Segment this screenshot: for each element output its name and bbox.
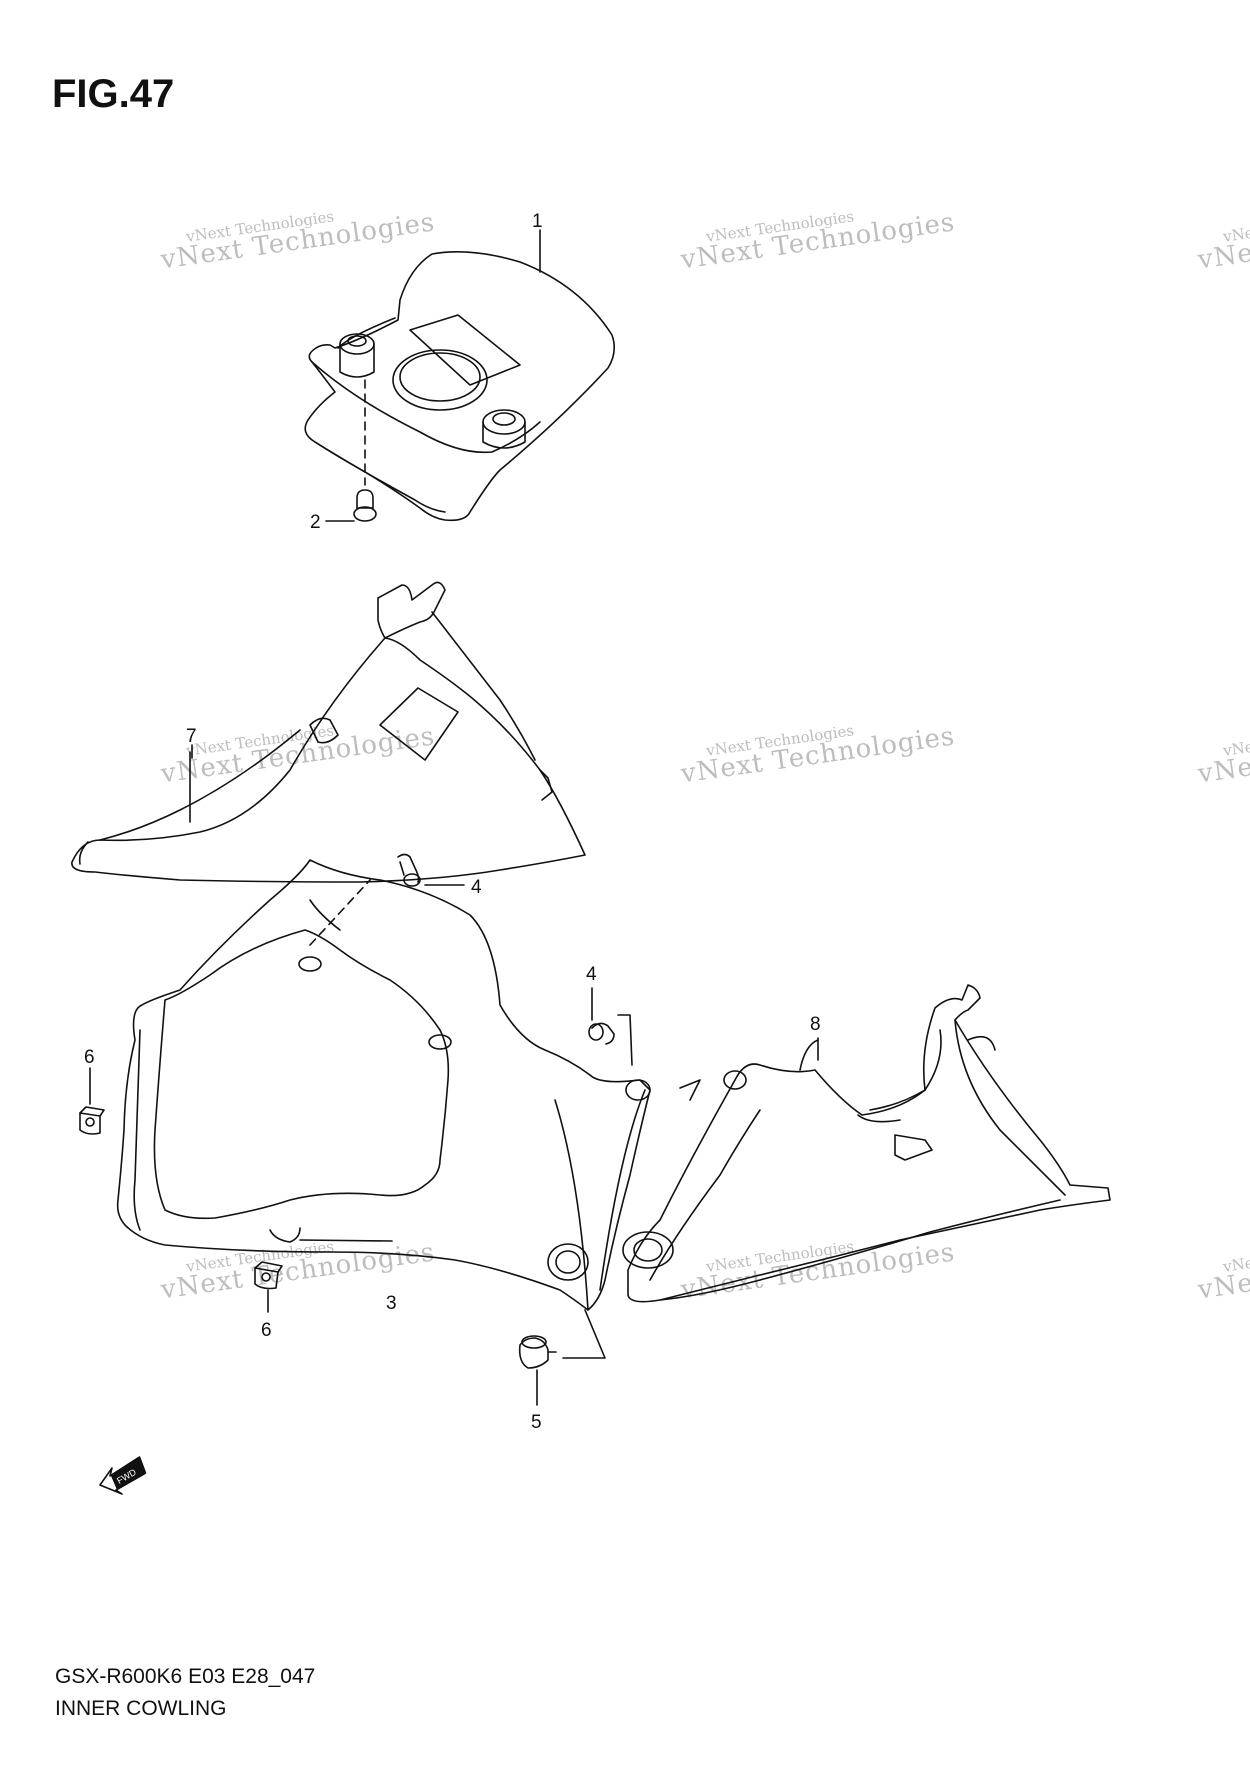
figure-code: GSX-R600K6 E03 E28_047 bbox=[55, 1665, 316, 1688]
callout-4-upper: 4 bbox=[471, 877, 482, 898]
callout-8: 8 bbox=[810, 1014, 821, 1035]
part-4-rivet-middle bbox=[588, 987, 633, 1066]
forward-arrow-icon: FWD bbox=[99, 1456, 147, 1495]
callout-4-middle: 4 bbox=[586, 964, 597, 985]
part-8-inner-cowling-right bbox=[622, 984, 1111, 1303]
callout-leaders bbox=[191, 229, 819, 1242]
figure-title: FIG.47 bbox=[52, 72, 175, 116]
part-1-inner-cover bbox=[304, 250, 616, 522]
part-4-rivet-upper bbox=[309, 853, 465, 946]
callout-6-left: 6 bbox=[84, 1047, 95, 1068]
callout-5: 5 bbox=[531, 1412, 542, 1433]
callout-7: 7 bbox=[186, 726, 197, 747]
part-7-inner-cowling-left bbox=[71, 581, 586, 883]
callout-3: 3 bbox=[386, 1293, 397, 1314]
part-3-inner-panel bbox=[116, 859, 651, 1311]
part-2-bolt bbox=[325, 489, 377, 522]
callout-labels: 1 2 3 4 4 5 6 6 7 8 bbox=[84, 211, 821, 1433]
part-6-nut-left bbox=[79, 1067, 105, 1135]
callout-1: 1 bbox=[532, 211, 543, 232]
part-5-grommet bbox=[518, 1309, 606, 1406]
part-6-nut-bottom bbox=[254, 1261, 283, 1313]
figure-name: INNER COWLING bbox=[55, 1697, 227, 1720]
callout-6-bottom: 6 bbox=[261, 1320, 272, 1341]
callout-2: 2 bbox=[310, 512, 321, 533]
